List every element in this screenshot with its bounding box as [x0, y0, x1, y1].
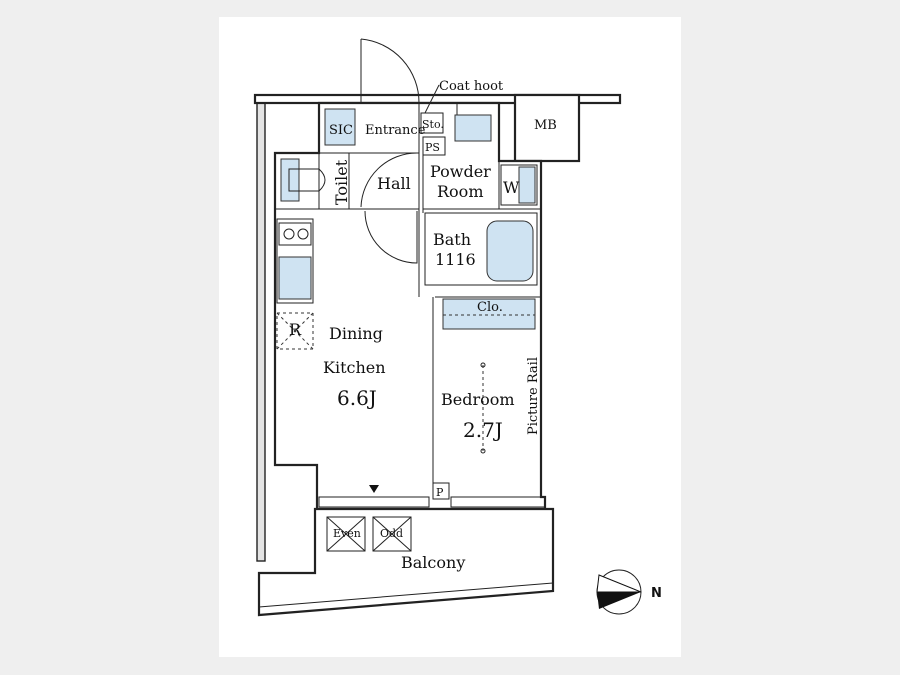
- storage-box: [420, 112, 444, 134]
- fridge-label: R: [289, 320, 302, 339]
- pipe-label: P: [436, 486, 444, 499]
- bedroom-label: Bedroom: [441, 390, 515, 409]
- fridge-space: [276, 312, 314, 350]
- dining-window: [318, 496, 430, 508]
- closet-fixture: [442, 298, 536, 330]
- north-label: N: [651, 586, 662, 601]
- hall-label: Hall: [377, 174, 411, 193]
- mb-box: [513, 93, 581, 163]
- left-exterior-wall: [256, 96, 266, 562]
- unit-box-odd: [372, 516, 412, 552]
- kitchen-counter: [276, 218, 314, 304]
- bath-label-1: Bath: [433, 230, 471, 249]
- pipe-box: [432, 482, 450, 500]
- even-label: Even: [333, 527, 361, 540]
- dining-size: 6.6J: [337, 386, 377, 410]
- toilet-door: [360, 152, 418, 208]
- entrance-label: Entrance: [365, 123, 426, 138]
- washer-box: [500, 164, 538, 206]
- closet-label: Clo.: [477, 300, 503, 315]
- powder-label-1: Powder: [430, 162, 491, 181]
- toilet-label: Toilet: [332, 159, 351, 205]
- entrance-door: [360, 38, 420, 104]
- bath-room: [424, 212, 538, 286]
- balcony-label: Balcony: [401, 553, 465, 572]
- stove-icon: [278, 222, 312, 246]
- compass-arrow-icon: [597, 592, 641, 609]
- mb-label: MB: [534, 118, 557, 133]
- odd-label: Odd: [380, 527, 403, 540]
- storage-label: Sto.: [422, 118, 444, 131]
- powder-label-2: Room: [437, 182, 483, 201]
- entry-marker: [369, 485, 379, 493]
- bedroom-size: 2.7J: [463, 418, 503, 442]
- bedroom-window: [450, 496, 546, 508]
- floor-plan: MB SIC Entrance Sto. PS Coat hoot Powder…: [253, 38, 662, 617]
- bath-label-2: 1116: [435, 250, 476, 269]
- washer-fixture: [518, 166, 536, 204]
- toilet-bowl: [288, 168, 326, 192]
- floor-plan-sheet: MB SIC Entrance Sto. PS Coat hoot Powder…: [219, 17, 681, 657]
- kitchen-sink: [278, 256, 312, 300]
- sic-fixture: [324, 108, 356, 146]
- sic-label: SIC: [329, 123, 353, 138]
- toilet-tank: [280, 158, 300, 202]
- hall-door: [364, 210, 418, 264]
- dining-label-2: Kitchen: [323, 358, 386, 377]
- ps-label: PS: [425, 141, 440, 154]
- bathtub: [486, 220, 534, 282]
- ps-box: [422, 136, 446, 156]
- washer-label: W: [503, 178, 520, 197]
- dining-label-1: Dining: [329, 324, 383, 343]
- coat-hook-label: Coat hoot: [439, 79, 504, 94]
- powder-sink: [454, 114, 492, 142]
- picture-rail-label: Picture Rail: [526, 357, 541, 435]
- unit-box-even: [326, 516, 366, 552]
